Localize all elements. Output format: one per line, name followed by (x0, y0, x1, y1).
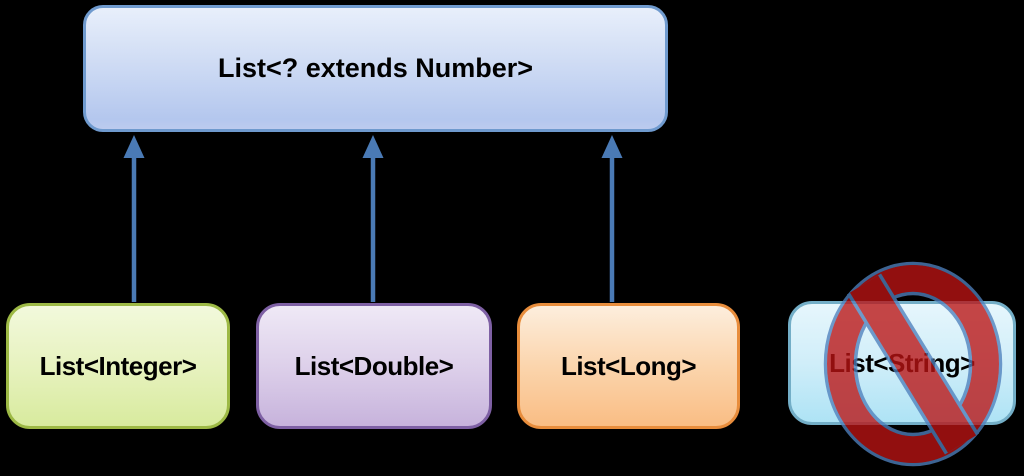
box-list-integer: List<Integer> (6, 303, 230, 429)
arrow-double-to-number (362, 135, 384, 302)
arrow-integer-to-number (123, 135, 145, 302)
arrow-long-to-number (601, 135, 623, 302)
box-list-integer-label: List<Integer> (39, 350, 197, 381)
box-list-long: List<Long> (517, 303, 740, 429)
box-list-double-label: List<Double> (294, 350, 454, 381)
box-list-long-label: List<Long> (560, 350, 697, 381)
box-list-double: List<Double> (256, 303, 492, 429)
box-list-string: List<String> (788, 301, 1016, 425)
box-list-extends-number: List<? extends Number> (83, 5, 668, 132)
box-list-string-label: List<String> (829, 347, 975, 378)
box-list-extends-number-label: List<? extends Number> (217, 53, 534, 83)
